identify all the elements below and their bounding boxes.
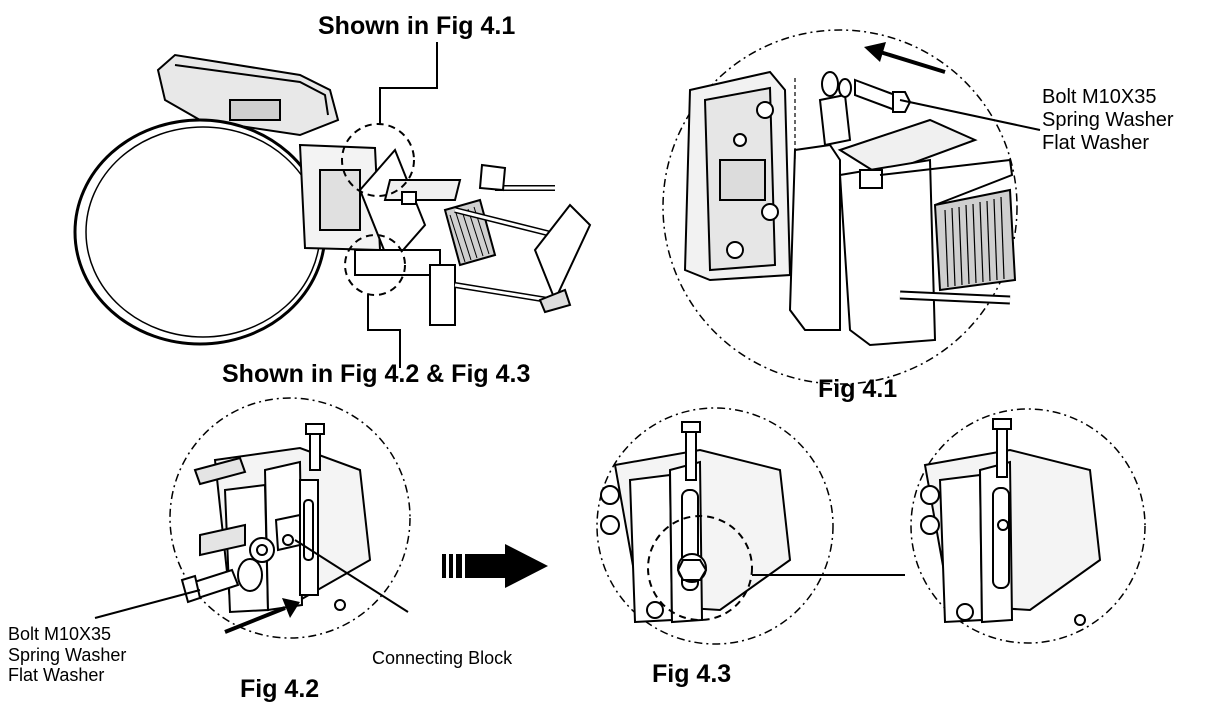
callout-leaders <box>367 42 438 368</box>
transition-arrow <box>442 544 548 588</box>
fig43-detail-left <box>596 407 834 645</box>
hardware-bolt: Bolt M10X35 <box>1042 86 1157 108</box>
callout-label-fig42-43: Shown in Fig 4.2 & Fig 4.3 <box>222 360 531 388</box>
callout-label-fig41: Shown in Fig 4.1 <box>318 12 516 40</box>
hardware-spring-washer: Spring Washer <box>1042 109 1174 131</box>
fig42-detail <box>94 397 411 639</box>
fig43-caption: Fig 4.3 <box>652 660 732 688</box>
connecting-block-label: Connecting Block <box>372 648 513 668</box>
hardware-flat-washer: Flat Washer <box>8 665 105 686</box>
fig41-caption: Fig 4.1 <box>818 375 898 403</box>
fig42-caption: Fig 4.2 <box>240 675 320 703</box>
fig41-hardware-list: Bolt M10X35 Spring Washer Flat Washer <box>1042 86 1174 155</box>
fig42-hardware-list: Bolt M10X35 Spring Washer Flat Washer <box>8 624 126 686</box>
fig43-detail-right <box>910 408 1146 644</box>
hardware-bolt: Bolt M10X35 <box>8 624 112 644</box>
callout-circles <box>341 123 415 296</box>
hardware-flat-washer: Flat Washer <box>1042 132 1150 154</box>
antenna-assembly-overview <box>73 53 592 346</box>
hardware-spring-washer: Spring Washer <box>8 644 127 665</box>
fig41-detail <box>662 29 1041 385</box>
